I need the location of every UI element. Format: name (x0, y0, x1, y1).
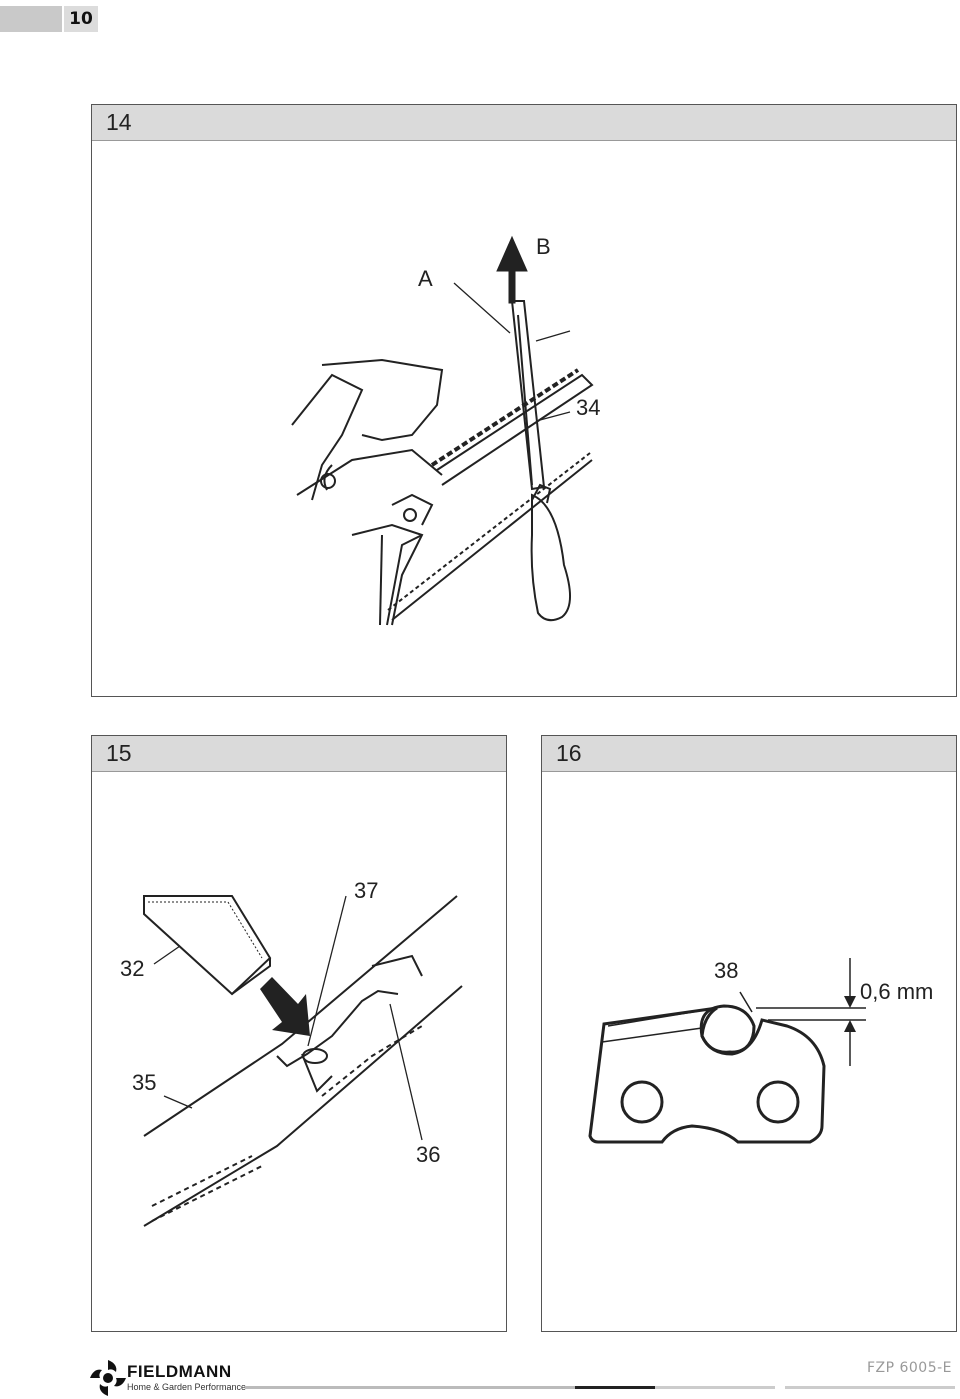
figure-16-panel: 16 38 0,6 mm (541, 735, 957, 1332)
depth-gauge-illustration (143, 895, 463, 1227)
chain-sharpening-illustration (291, 235, 594, 626)
footer-bar-far-right (785, 1386, 955, 1389)
brand-name: FIELDMANN (127, 1362, 232, 1381)
label-b: B (536, 234, 551, 259)
label-32: 32 (120, 956, 144, 981)
label-a: A (418, 266, 433, 291)
figure-15-panel: 15 37 32 35 36 (91, 735, 507, 1332)
fieldmann-logo-icon (90, 1360, 126, 1396)
label-38: 38 (714, 958, 738, 983)
figure-15-number: 15 (92, 736, 506, 772)
label-36: 36 (416, 1142, 440, 1167)
measurement-label: 0,6 mm (860, 979, 933, 1004)
brand-tagline: Home & Garden Performance (127, 1382, 247, 1392)
label-37: 37 (354, 878, 378, 903)
footer-bar-right (655, 1386, 775, 1389)
chain-link-illustration (588, 958, 866, 1144)
footer-bar-dark (575, 1386, 655, 1389)
footer-bar-left (245, 1386, 575, 1389)
page-number: 10 (64, 6, 98, 32)
page-tab-bar (0, 6, 62, 32)
figure-14-number: 14 (92, 105, 956, 141)
model-code: FZP 6005-E (866, 1360, 952, 1376)
label-34: 34 (576, 395, 600, 420)
figure-14-panel: 14 (91, 104, 957, 697)
label-35: 35 (132, 1070, 156, 1095)
figure-16-number: 16 (542, 736, 956, 772)
